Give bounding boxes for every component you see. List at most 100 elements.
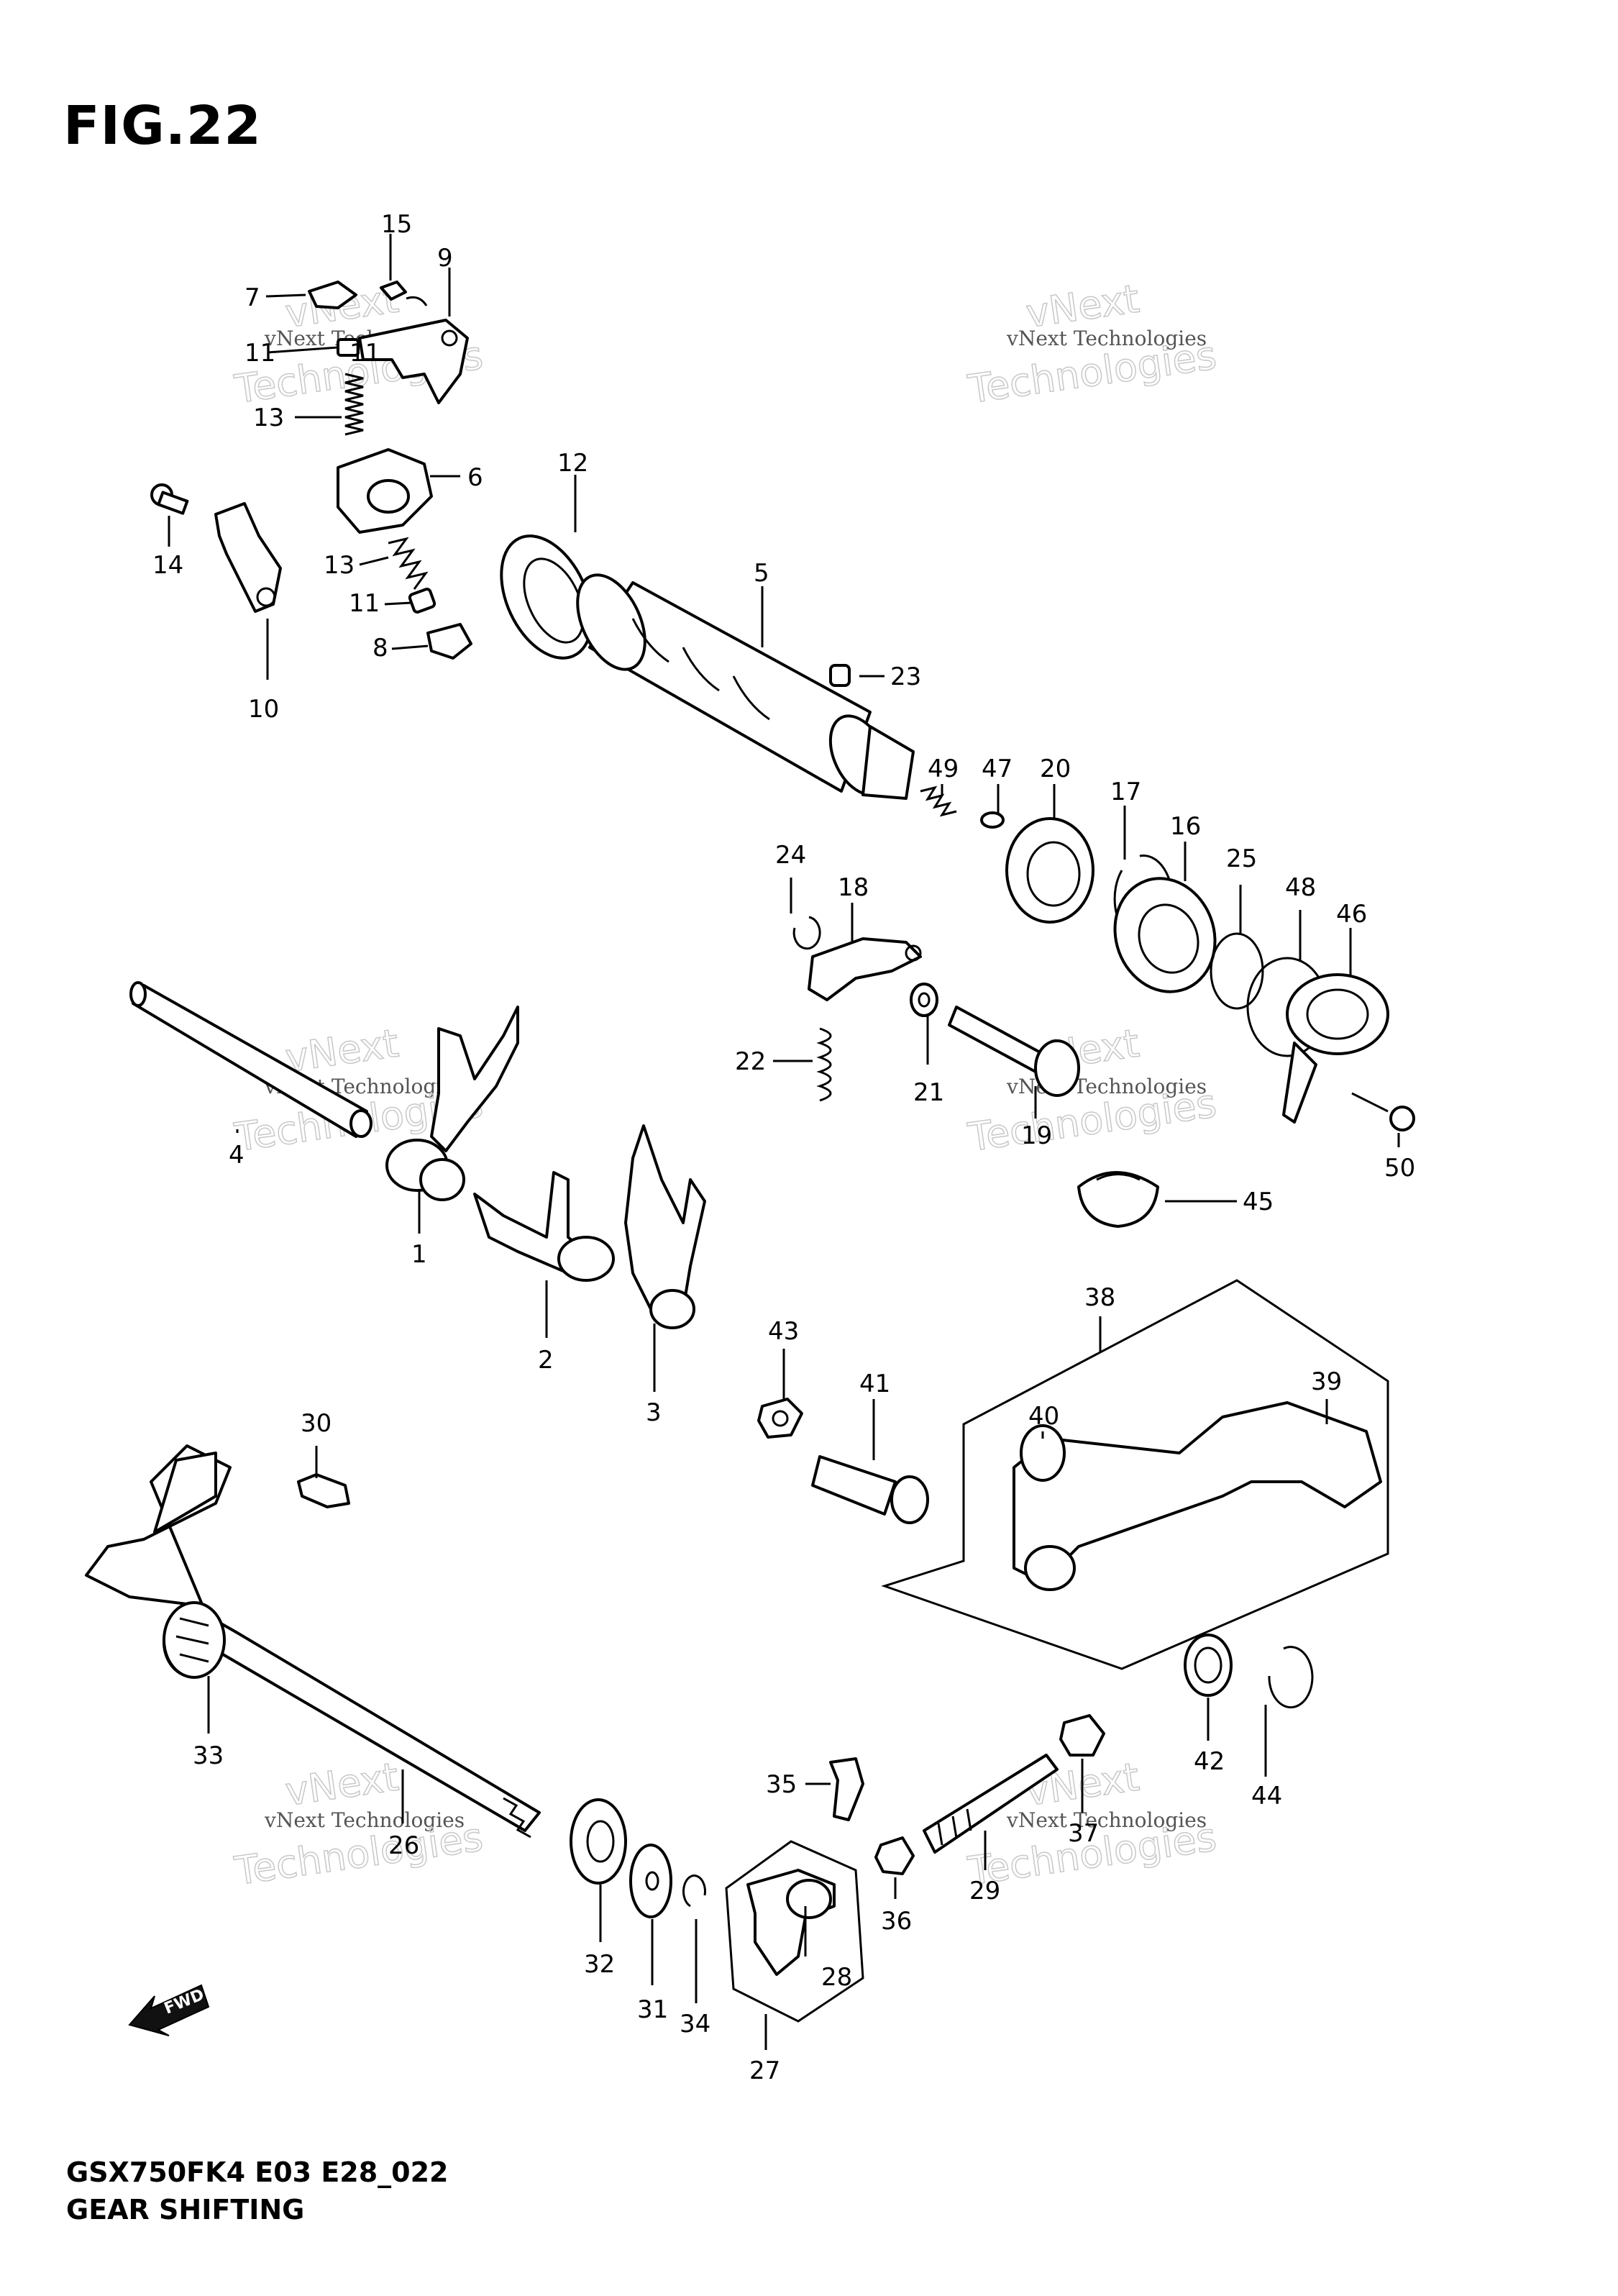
part-44-circlip	[1268, 1646, 1314, 1709]
callout-38: 38	[1084, 1283, 1115, 1312]
part-32-bearing	[570, 1798, 627, 1885]
watermark-text: vNext Technologies	[1006, 327, 1207, 350]
watermark-text: vNext Technologies	[264, 1808, 465, 1832]
part-14-bolt	[150, 483, 189, 515]
part-40-bushing	[1020, 1424, 1066, 1482]
callout-2: 2	[538, 1346, 554, 1375]
callout-47: 47	[982, 755, 1013, 783]
forward-arrow-icon: FWD	[128, 1984, 210, 2036]
part-38-box	[881, 1279, 1389, 1670]
callout-21: 21	[913, 1078, 944, 1107]
callout-3: 3	[646, 1398, 662, 1427]
part-35-bolt	[829, 1757, 864, 1821]
part-16-bearing	[1113, 877, 1217, 993]
figure-name: GEAR SHIFTING	[66, 2194, 305, 2226]
part-3-fork	[624, 1124, 706, 1329]
part-8-stopper-lower	[426, 623, 472, 660]
part-34-circlip	[682, 1874, 706, 1908]
callout-20: 20	[1040, 755, 1071, 783]
part-45-cap	[1077, 1171, 1159, 1228]
callout-44: 44	[1251, 1782, 1282, 1810]
part-36-nut	[874, 1836, 915, 1875]
callout-43: 43	[768, 1317, 799, 1346]
part-21-washer	[910, 983, 938, 1017]
callout-4: 4	[229, 1141, 244, 1170]
callout-9: 9	[437, 244, 453, 273]
callout-48: 48	[1285, 873, 1316, 902]
part-27-box	[725, 1840, 864, 2023]
part-37-nut	[1059, 1714, 1105, 1757]
part-23-pin	[829, 664, 851, 687]
part-20-cam-guide	[1005, 817, 1094, 924]
part-50-bolt	[1351, 1092, 1415, 1131]
part-15-screw	[380, 281, 428, 306]
callout-42: 42	[1194, 1747, 1225, 1776]
part-1-fork	[385, 1006, 519, 1201]
callout-35: 35	[766, 1770, 797, 1799]
part-42-washer	[1184, 1634, 1233, 1697]
watermark-big: vNext	[283, 1754, 401, 1815]
part-2-fork	[473, 1171, 615, 1282]
callout-36: 36	[881, 1907, 912, 1936]
callout-8: 8	[372, 634, 388, 662]
part-24-circlip	[792, 916, 821, 950]
callout-11: 11	[244, 339, 275, 368]
callout-leaders	[168, 234, 1400, 2050]
callout-5: 5	[754, 559, 769, 588]
part-12-bearing	[500, 534, 593, 660]
callout-28: 28	[821, 1963, 852, 1992]
callout-11-third: 11	[349, 589, 380, 618]
part-33-seal	[163, 1601, 226, 1679]
callout-41: 41	[859, 1370, 890, 1398]
callout-31: 31	[637, 1995, 668, 2024]
callout-13-second: 13	[324, 551, 355, 580]
callout-45: 45	[1243, 1188, 1274, 1216]
part-28-arm	[746, 1869, 836, 1976]
callout-49: 49	[928, 755, 959, 783]
callout-11-second: 11	[349, 339, 380, 368]
part-49-spring	[920, 785, 957, 817]
watermark-big: vNext	[283, 1021, 401, 1081]
callout-13: 13	[253, 404, 284, 432]
part-4-fork-shaft	[129, 981, 372, 1138]
part-13-spring-lower	[388, 537, 429, 590]
part-7-stopper	[308, 281, 357, 309]
part-46-retainer	[1282, 973, 1389, 1124]
callout-15: 15	[381, 210, 412, 239]
part-30-pin	[297, 1473, 350, 1508]
callout-19: 19	[1021, 1121, 1052, 1150]
figure-code: GSX750FK4 E03 E28_022	[66, 2156, 449, 2188]
callout-1: 1	[411, 1240, 427, 1269]
callout-10: 10	[248, 695, 279, 724]
callout-14: 14	[152, 551, 183, 580]
part-22-spring	[816, 1027, 832, 1102]
callout-24: 24	[775, 841, 806, 870]
part-19-bolt	[948, 1006, 1080, 1097]
figure-title: FIG.22	[63, 95, 262, 157]
callout-22: 22	[735, 1047, 766, 1076]
callout-50: 50	[1384, 1154, 1415, 1183]
part-9-plate	[358, 319, 469, 404]
part-47-pin	[980, 811, 1005, 829]
callout-29: 29	[969, 1877, 1000, 1905]
callout-27: 27	[749, 2056, 780, 2085]
callout-32: 32	[584, 1950, 615, 1979]
part-41-bolt	[811, 1455, 929, 1524]
part-25-oring	[1210, 932, 1264, 1010]
part-11-pin-lower	[408, 588, 437, 614]
callout-18: 18	[838, 873, 869, 902]
callout-7: 7	[244, 283, 260, 312]
callout-37: 37	[1068, 1819, 1099, 1848]
part-10-plate	[214, 502, 282, 613]
callout-17: 17	[1110, 778, 1141, 806]
part-39-lever	[1013, 1401, 1382, 1591]
callout-16: 16	[1170, 812, 1201, 841]
callout-33: 33	[193, 1741, 224, 1770]
callout-12: 12	[557, 449, 588, 478]
callout-23: 23	[890, 662, 921, 691]
callout-46: 46	[1336, 900, 1367, 929]
part-43-nut	[757, 1398, 803, 1439]
watermark-text: vNext Technologies	[1006, 1808, 1207, 1832]
callout-34: 34	[680, 2010, 710, 2038]
part-13-spring-upper	[344, 373, 364, 436]
